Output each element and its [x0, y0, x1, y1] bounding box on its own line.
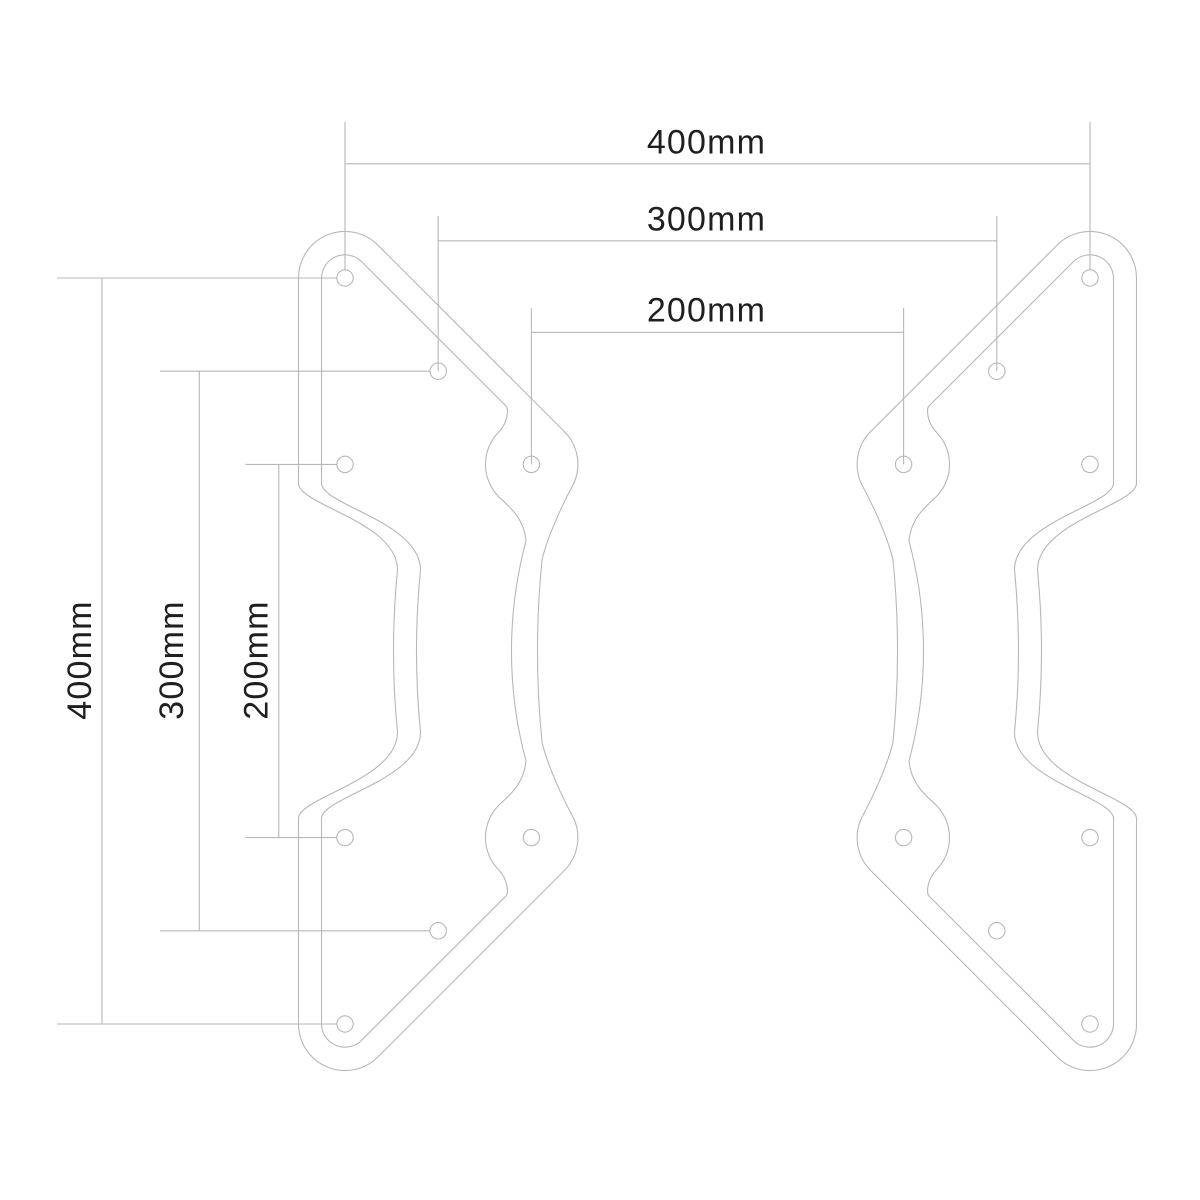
- svg-text:200mm: 200mm: [238, 600, 276, 719]
- svg-text:300mm: 300mm: [647, 200, 766, 238]
- svg-text:200mm: 200mm: [647, 291, 766, 329]
- svg-text:300mm: 300mm: [153, 600, 191, 719]
- svg-text:400mm: 400mm: [61, 600, 99, 719]
- svg-text:400mm: 400mm: [647, 123, 766, 161]
